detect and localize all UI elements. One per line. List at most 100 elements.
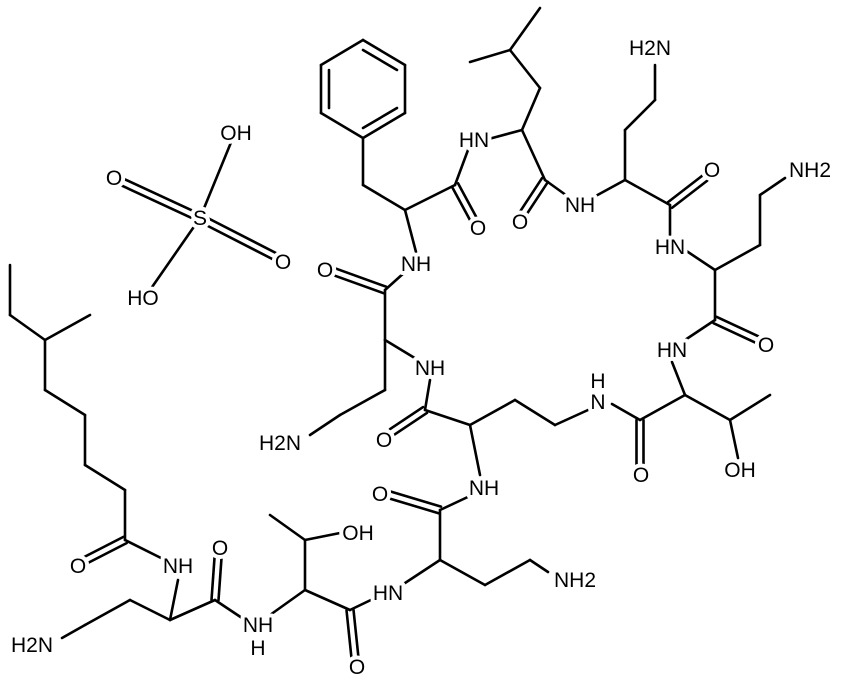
double-bond [712,321,758,345]
atom-label: H2N [11,634,53,657]
single-bond [308,413,342,437]
bonds [8,6,787,660]
single-bond [553,408,590,427]
single-bond [683,318,717,342]
single-bond [468,423,482,477]
single-bond [43,313,92,342]
single-bond [528,558,550,574]
double-bond [670,179,709,210]
atom-label: NH2 [554,569,596,592]
double-bond [200,213,281,257]
single-bond [383,270,407,292]
single-bond [713,243,762,272]
single-bond [728,418,740,460]
double-bond [352,608,360,659]
atom-label: O [349,656,365,679]
single-bond [543,178,572,200]
double-bond [392,411,429,437]
atom-label: OH [342,522,374,545]
single-bond [361,106,399,130]
single-bond [43,388,87,417]
single-bond [758,176,787,197]
single-bond [383,338,420,362]
single-bond [168,598,217,622]
single-bond [638,393,687,422]
single-bond [508,48,542,90]
single-bond [361,48,399,72]
atom-label: NH [565,194,595,217]
atom-label: O [704,159,720,182]
atom-label: O [106,167,122,190]
atom-label: OH [220,122,252,145]
atom-label: H2N [629,37,671,60]
atom-label: N [590,391,605,414]
single-bond [453,148,470,187]
double-bond [456,182,480,222]
atom-label: H2N [259,432,301,455]
atom-label: HO [127,287,159,310]
single-bond [468,398,517,427]
atom-label: NH [415,357,445,380]
single-bond [623,178,672,207]
atom-label: NH [401,253,431,276]
single-bond [348,596,377,612]
single-bond [520,128,547,182]
single-bond [319,38,365,67]
atom-label: HN [657,339,687,362]
double-bond [83,535,125,559]
double-bond [217,556,223,602]
single-bond [423,378,432,412]
atom-label: HN [655,236,685,259]
single-bond [403,183,457,212]
atom-label: O [372,483,388,506]
single-bond [590,178,627,200]
atom-label: NH [163,555,193,578]
single-bond [438,558,487,587]
double-bond [197,219,278,263]
single-bond [128,598,172,622]
double-bond [115,181,200,223]
double-bond [345,609,353,660]
single-bond [268,513,307,542]
atom-label: O [70,555,86,578]
single-bond [268,588,307,617]
single-bond [403,208,418,254]
single-bond [338,388,387,417]
single-bond [361,183,407,212]
single-bond [683,248,717,272]
single-bond [83,598,132,627]
atom-label: H [590,370,605,393]
double-bond [86,541,128,565]
single-bond [60,623,87,640]
atom-label: S [193,207,207,230]
single-bond [670,360,687,397]
single-bond [361,111,407,140]
single-bond [123,538,167,562]
double-bond [387,497,441,515]
single-bond [483,128,524,142]
double-bond [389,490,443,508]
atom-label: O [212,537,228,560]
atom-label: O [758,334,774,357]
single-bond [513,398,557,427]
atom-label: HN [373,582,403,605]
single-bond [168,578,180,622]
double-bond [517,176,544,215]
atom-label: O [470,217,486,240]
atom-label: NH2 [789,159,831,182]
single-bond [198,138,234,220]
single-bond [423,408,472,427]
single-bond [8,313,47,342]
single-bond [303,531,342,542]
single-bond [438,493,474,512]
single-bond [83,463,127,492]
single-bond [303,588,352,612]
atom-label: H [250,637,265,660]
single-bond [400,558,442,587]
single-bond [610,402,642,422]
atom-label: HN [459,129,489,152]
double-bond [388,405,425,431]
double-bond [450,185,474,225]
atom-label: OH [724,459,756,482]
double-bond [334,267,388,289]
